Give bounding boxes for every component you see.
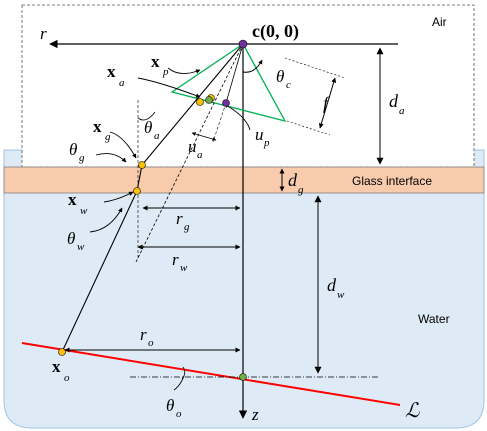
theta-a-arc <box>137 111 156 121</box>
x-a-label: x <box>107 62 116 81</box>
camera-center-point <box>238 39 248 49</box>
x-g-subscript: g <box>105 131 111 143</box>
x-a-pointer <box>137 77 201 98</box>
water-label: Water <box>418 312 450 326</box>
x-g-pointer <box>109 131 137 159</box>
x-a-subscript: a <box>119 77 125 89</box>
u-p-subscript: p <box>263 137 270 149</box>
air-label: Air <box>432 15 447 29</box>
theta-a-subscript: a <box>154 130 160 142</box>
r-g-label: r <box>176 209 183 228</box>
d-g-subscript: g <box>298 184 304 196</box>
f-label: f <box>323 93 331 113</box>
theta-o-pointer <box>173 375 185 391</box>
theta-c-subscript: c <box>286 79 291 91</box>
theta-g-pointer <box>95 153 127 163</box>
glass-interface <box>3 166 485 194</box>
x-w-point <box>133 187 141 195</box>
camera-center-label: c(0, 0) <box>252 21 299 42</box>
r-axis-label: r <box>40 24 47 43</box>
theta-o-label: θ <box>166 396 174 415</box>
green-point-camera <box>205 96 213 104</box>
r-w-subscript: w <box>180 262 188 274</box>
theta-g-label: θ <box>69 140 77 159</box>
d-a-subscript: a <box>399 105 405 117</box>
x-o-subscript: o <box>64 372 70 384</box>
r-g-subscript: g <box>184 221 190 233</box>
d-a-label: d <box>389 91 399 111</box>
u-p-label: u <box>255 125 264 144</box>
theta-g-subscript: g <box>79 152 85 164</box>
ray-to-camera <box>225 43 244 104</box>
r-w-label: r <box>172 250 179 269</box>
f-arrow <box>318 77 337 129</box>
u-a-label: u <box>188 137 197 156</box>
theta-o-subscript: o <box>176 408 182 420</box>
glass-label: Glass interface <box>352 174 432 188</box>
d-w-label: d <box>327 275 337 295</box>
f-extension-bottom <box>286 120 331 136</box>
r-o-subscript: o <box>148 337 154 349</box>
theta-c-label: θ <box>276 67 284 86</box>
air-region <box>21 4 475 168</box>
x-o-point <box>58 348 66 356</box>
x-a-point <box>196 98 204 106</box>
x-p-label: x <box>151 52 160 71</box>
theta-w-pointer <box>89 207 123 233</box>
r-o-label: r <box>140 325 147 344</box>
theta-a-label: θ <box>144 118 152 137</box>
theta-w-subscript: w <box>77 241 85 253</box>
x-g-label: x <box>93 117 102 136</box>
d-w-subscript: w <box>337 289 345 301</box>
x-w-subscript: w <box>80 205 88 217</box>
ray-path <box>61 43 244 353</box>
d-g-label: d <box>288 170 298 190</box>
u-p-point <box>222 99 230 107</box>
axis-line-intersection-point <box>239 373 247 381</box>
x-w-pointer <box>103 191 134 203</box>
theta-c-arc <box>242 59 263 73</box>
f-extension-top <box>284 57 346 79</box>
virtual-ray <box>135 43 244 263</box>
x-w-label: x <box>68 190 77 209</box>
x-p-pointer <box>167 67 201 74</box>
theta-w-label: θ <box>67 229 75 248</box>
x-o-label: x <box>52 357 61 376</box>
u-a-subscript: a <box>197 149 203 161</box>
target-line <box>21 342 401 406</box>
x-g-point <box>138 161 146 169</box>
x-p-subscript: p <box>162 66 169 78</box>
z-axis-label: z <box>251 405 259 424</box>
u-a-arrow <box>191 132 217 141</box>
camera-normal <box>212 102 227 143</box>
line-L-label: ℒ <box>405 400 420 422</box>
